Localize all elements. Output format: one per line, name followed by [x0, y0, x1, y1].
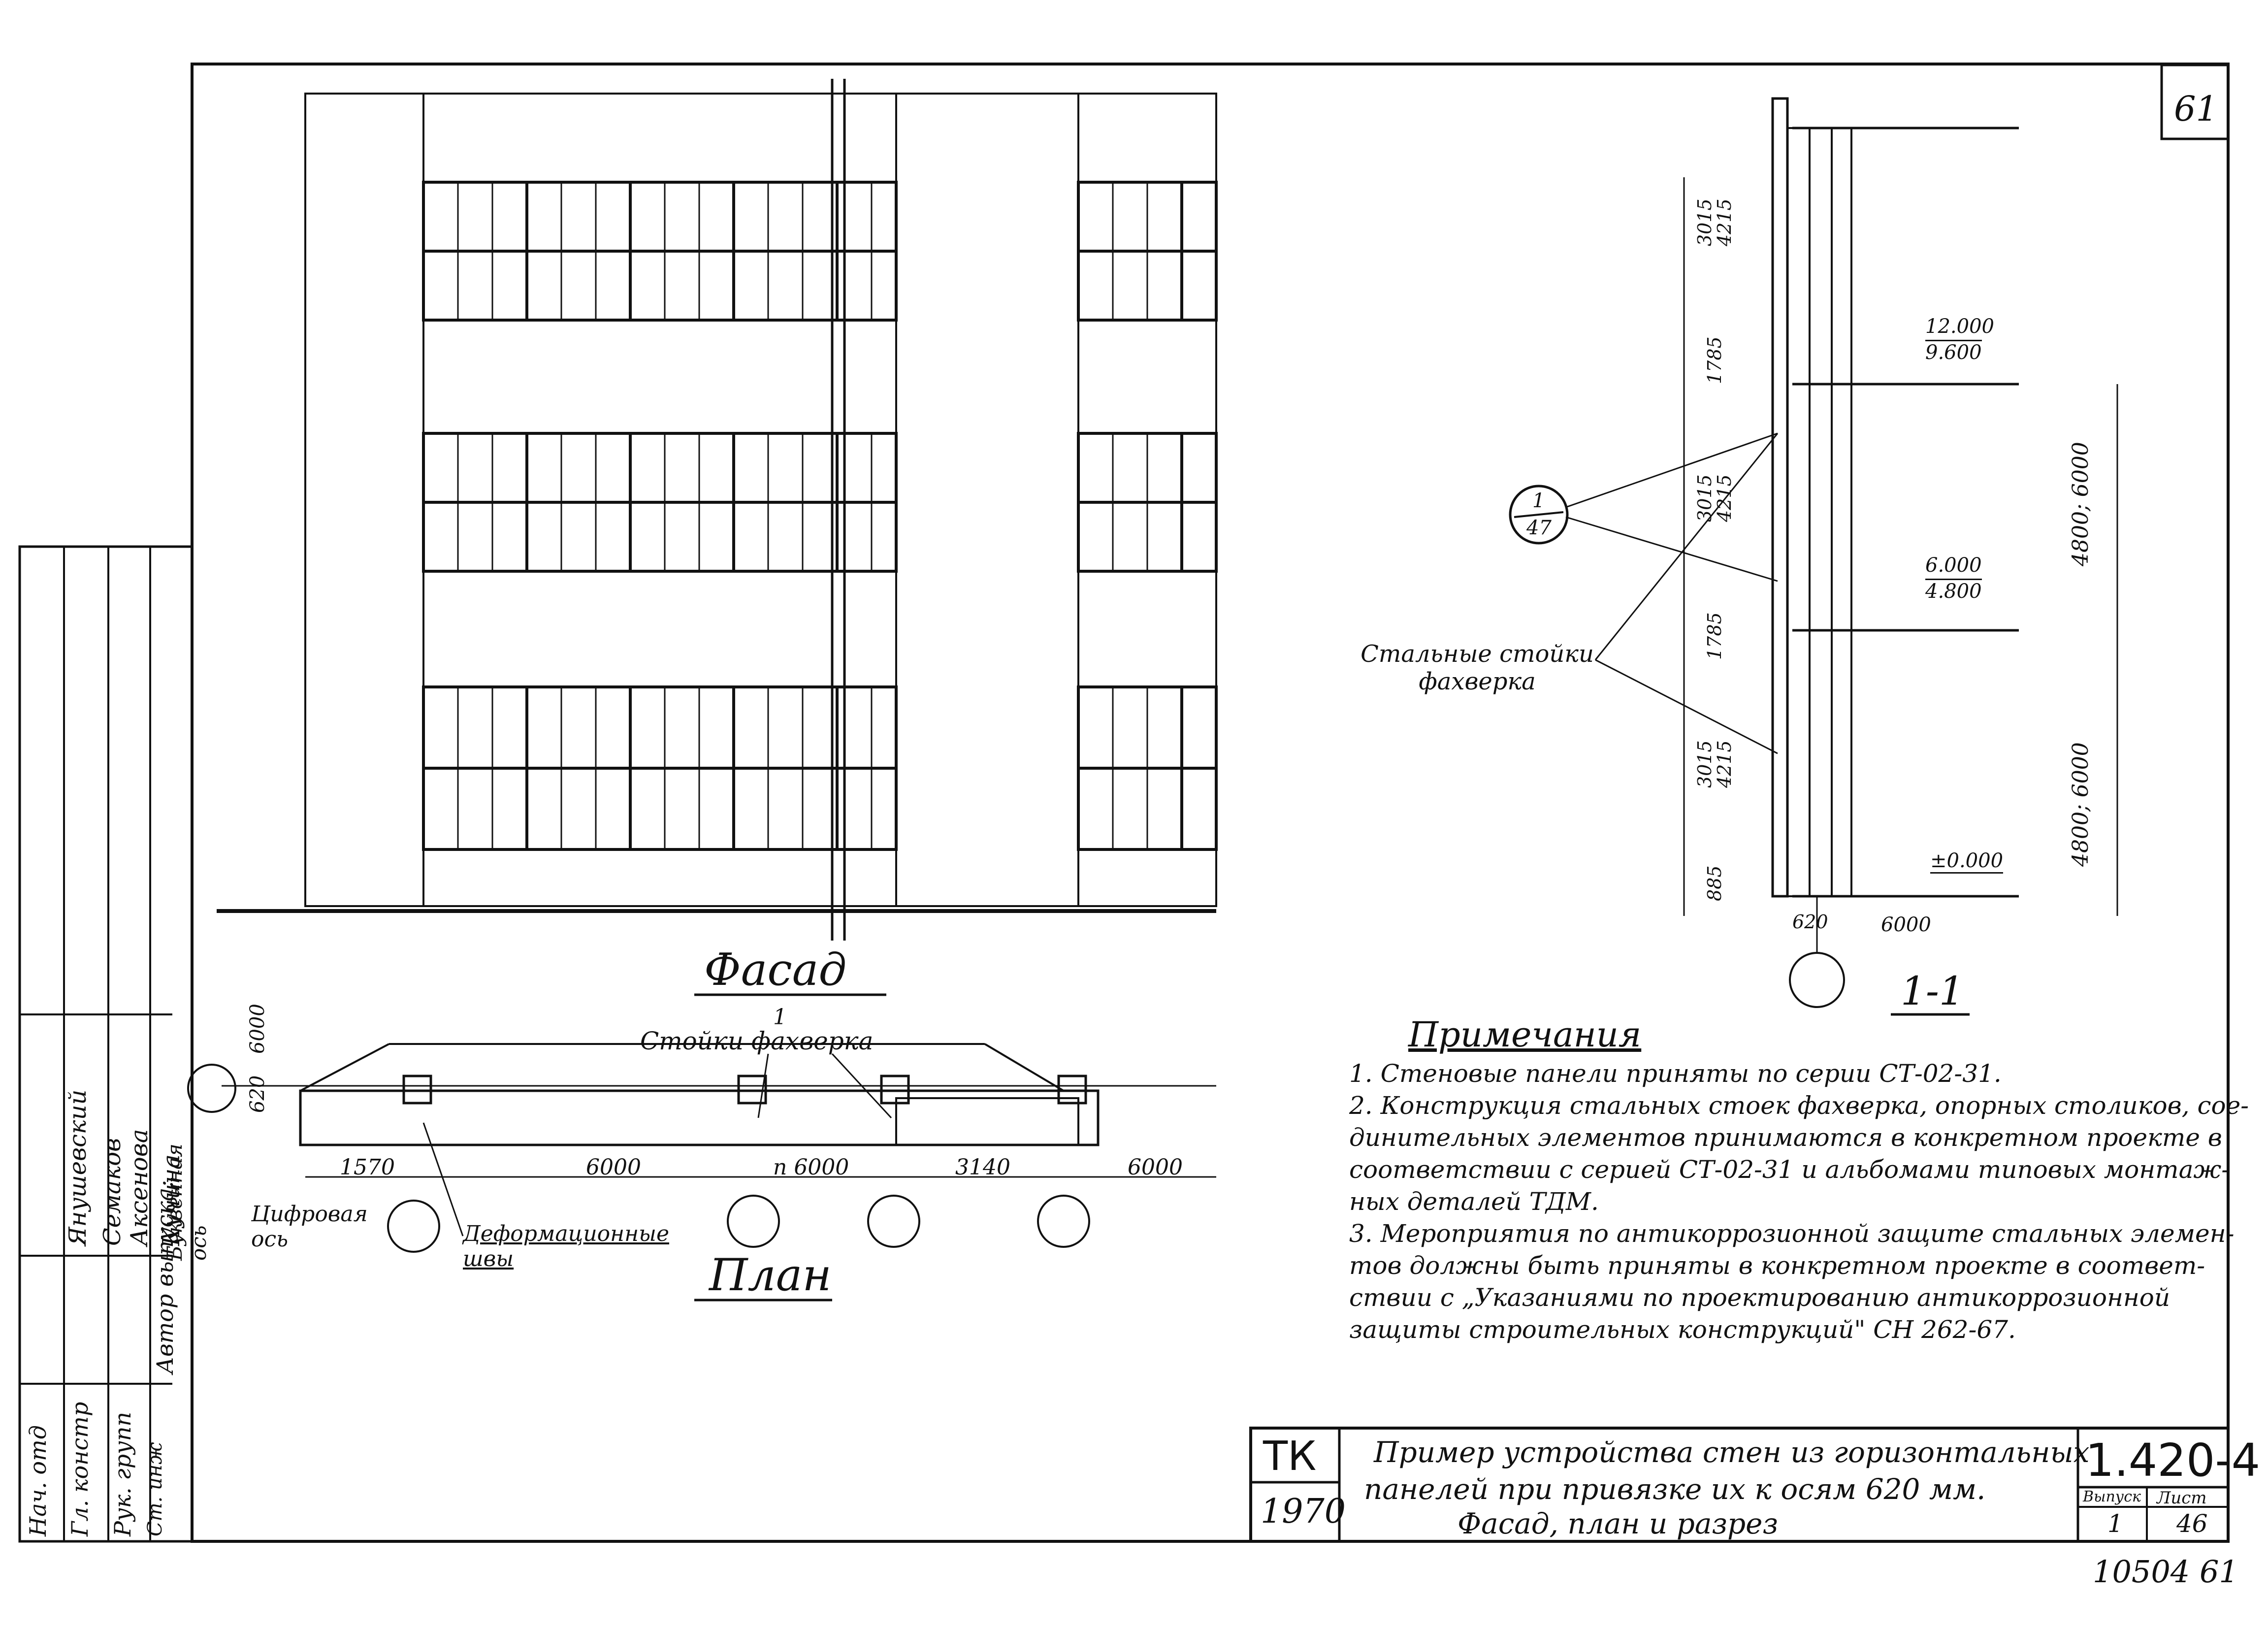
sheet-bottom-number: 10504 61: [2093, 1554, 2238, 1590]
section-callout-top: 1: [1532, 489, 1545, 512]
fachwerk-column-2: [737, 1075, 767, 1105]
section-dim-left-8: 4215: [1714, 740, 1735, 788]
plan-label-stoyki: Стойки фахверка: [640, 1027, 874, 1055]
stamp-name-1: Янушевский: [64, 1089, 92, 1246]
section-dim-left-4: 3015: [1694, 474, 1716, 522]
title-block-code: 1.420-4: [2085, 1434, 2261, 1487]
plan-dim-1: 1570: [340, 1155, 395, 1180]
plan-dim-vert-2: 620: [246, 1075, 269, 1113]
section-callout-circle: [1509, 485, 1569, 545]
facade-windows: [422, 181, 1218, 851]
stamp-name-3: Аксенова: [126, 1129, 153, 1246]
section-dim-left-1: 3015: [1694, 198, 1716, 246]
fachwerk-column-4: [1057, 1075, 1087, 1105]
plan-view: [187, 1043, 1216, 1253]
notes-title: Примечания: [1408, 1014, 1642, 1055]
notes-line-9: защиты строительных конструкций" СН 262-…: [1349, 1315, 2016, 1344]
title-block: [1249, 1427, 2230, 1543]
title-block-list-label: Лист: [2157, 1488, 2207, 1508]
notes-line-2: 2. Конструкция стальных стоек фахверка, …: [1349, 1091, 2249, 1120]
title-block-vypusk-label: Выпуск: [2083, 1488, 2141, 1505]
axis-bubble-1: [387, 1200, 440, 1253]
title-block-line-3: Фасад, план и разрез: [1458, 1507, 1779, 1540]
notes-line-3: динительных элементов принимаются в конк…: [1349, 1123, 2222, 1152]
notes-line-8: ствии с „Указаниями по проектированию ан…: [1349, 1283, 2171, 1312]
page-number-box: [2160, 64, 2230, 140]
section-dim-bottom-1: 620: [1792, 911, 1828, 933]
page-number: 61: [2174, 89, 2218, 129]
section-dim-left-9: 885: [1704, 865, 1725, 901]
section-dim-right-2: 4800; 6000: [2068, 742, 2093, 867]
title-block-list: 46: [2176, 1509, 2208, 1538]
section-dim-bottom-2: 6000: [1881, 913, 1931, 936]
section-dim-left-7: 3015: [1694, 740, 1716, 788]
notes-line-6: 3. Мероприятия по антикоррозионной защит…: [1349, 1219, 2235, 1248]
plan-title: План: [708, 1249, 832, 1301]
notes-line-5: ных деталей ТДМ.: [1349, 1187, 1599, 1216]
facade-elevation: [217, 79, 1218, 941]
stamp-role-3: Рук. групп: [109, 1412, 136, 1536]
axis-bubble-3: [867, 1195, 920, 1248]
section-1-1: [1509, 97, 2118, 1008]
notes-line-1: 1. Стеновые панели приняты по серии СТ-0…: [1349, 1059, 2002, 1088]
plan-dim-5: 6000: [1128, 1155, 1183, 1180]
title-block-tk: ТК: [1263, 1433, 1317, 1480]
stamp-role-2: Гл. констр: [66, 1401, 93, 1536]
stamp-block: [18, 545, 194, 1543]
section-level-3-top: ±0.000: [1930, 849, 2004, 874]
notes-line-4: соответствии с серией СТ-02-31 и альбома…: [1349, 1155, 2230, 1184]
fachwerk-column-3: [880, 1075, 910, 1105]
axis-bubble-letter: [187, 1064, 236, 1113]
title-block-line-1: Пример устройства стен из горизонтальных: [1374, 1435, 2090, 1469]
facade-brick-strip-center: [895, 93, 1079, 907]
section-title: 1-1: [1901, 968, 1964, 1014]
stamp-name-4: Кучина: [158, 1154, 185, 1246]
plan-dim-2: 6000: [586, 1155, 641, 1180]
section-dim-right-1: 4800; 6000: [2068, 442, 2093, 566]
title-block-line-2: панелей при привязке их к осям 620 мм.: [1364, 1472, 1986, 1506]
plan-dim-4: 3140: [955, 1155, 1010, 1180]
plan-label-cifrovaya: Цифровая ось: [251, 1202, 368, 1252]
axis-bubble-2: [727, 1195, 780, 1248]
plan-section-mark: 1: [773, 1005, 787, 1030]
axis-bubble-4: [1037, 1195, 1090, 1248]
section-label-stoyki: Стальные стойки фахверка: [1361, 640, 1594, 695]
section-level-1-top: 12.000: [1925, 315, 1994, 338]
stamp-role-4: Ст. инж: [144, 1442, 166, 1536]
section-dim-left-6: 1785: [1704, 612, 1725, 660]
fachwerk-column-1: [402, 1075, 432, 1105]
notes-line-7: тов должны быть приняты в конкретном про…: [1349, 1251, 2205, 1280]
plan-dim-vert-1: 6000: [246, 1004, 269, 1054]
section-level-1-bottom: 9.600: [1925, 340, 1982, 364]
facade-brick-strip-left: [304, 93, 424, 907]
stamp-name-2: Семаков: [98, 1138, 126, 1246]
title-block-vypusk: 1: [2107, 1509, 2123, 1538]
section-axis-bubble: [1789, 952, 1845, 1008]
stamp-role-1: Нач. отд: [25, 1425, 51, 1536]
section-dim-left-3: 1785: [1704, 336, 1725, 384]
plan-label-deformacionnye: Деформационные швы: [463, 1221, 669, 1271]
section-dim-left-2: 4215: [1714, 198, 1735, 246]
plan-dim-3: n 6000: [773, 1155, 849, 1180]
title-block-year: 1970: [1261, 1492, 1346, 1531]
section-callout-bottom: 47: [1526, 517, 1552, 539]
section-dim-left-5: 4215: [1714, 474, 1735, 522]
section-level-2-bottom: 4.800: [1925, 579, 1982, 603]
facade-title: Фасад: [704, 944, 846, 996]
section-level-2-top: 6.000: [1925, 554, 1982, 577]
